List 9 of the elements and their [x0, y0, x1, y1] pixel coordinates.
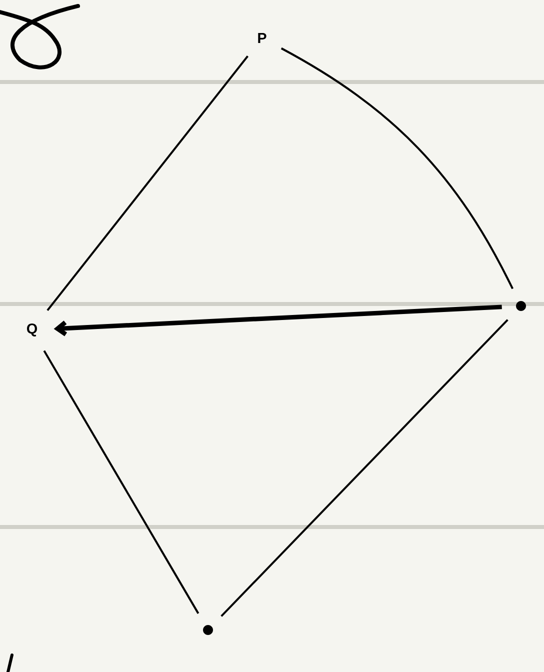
connector-line [220, 319, 508, 617]
connector-line [54, 304, 502, 336]
connector-line [280, 47, 514, 290]
connector-line [43, 350, 200, 614]
connector-line [46, 56, 248, 311]
node-dot [203, 625, 213, 635]
node-letter: P [258, 33, 266, 43]
node-dot [516, 301, 526, 311]
node-letter: Q [27, 324, 37, 336]
